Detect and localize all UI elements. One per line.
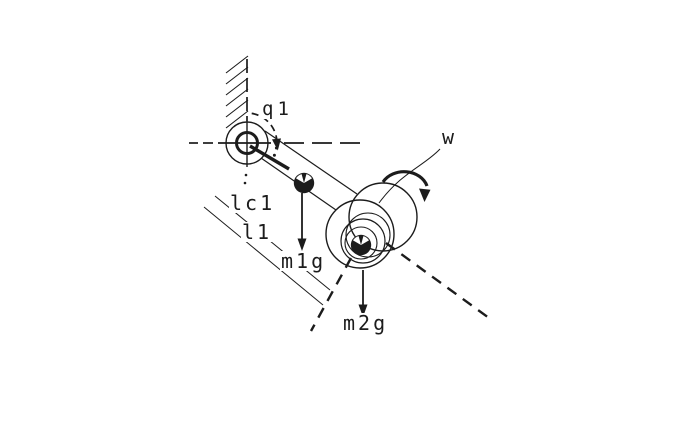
extension-line-right — [385, 242, 490, 319]
gravity-arrow-m1g — [297, 193, 307, 251]
extension-line-left — [309, 257, 353, 332]
gravity-arrow-m2g — [358, 270, 368, 317]
q1-angle-label: q1 — [261, 98, 294, 120]
arrowhead-icon — [297, 238, 307, 251]
q1-angle-arc — [251, 112, 281, 157]
w-leader-line — [378, 148, 441, 204]
wall-hatch — [225, 55, 249, 129]
arrowhead-icon — [358, 304, 368, 317]
link-weight-label: m1g — [280, 249, 328, 273]
disk-body — [325, 182, 418, 269]
link-length-label: l1 — [241, 220, 274, 244]
com-distance-label: lc1 — [229, 191, 277, 215]
dimension-line-l1 — [203, 206, 324, 306]
axis-dot — [243, 181, 247, 185]
angular-velocity-arrow — [381, 170, 431, 202]
angular-velocity-label: w — [441, 125, 456, 149]
crank-stub — [249, 144, 290, 171]
axis-dot — [244, 173, 248, 177]
pivot-bearing — [225, 121, 269, 165]
disk-center-of-mass-icon — [350, 234, 372, 256]
arrowhead-icon — [419, 188, 431, 202]
link-center-of-mass-icon — [293, 172, 315, 194]
disk-weight-label: m2g — [342, 311, 390, 335]
q1-arrowhead-icon — [272, 138, 281, 151]
